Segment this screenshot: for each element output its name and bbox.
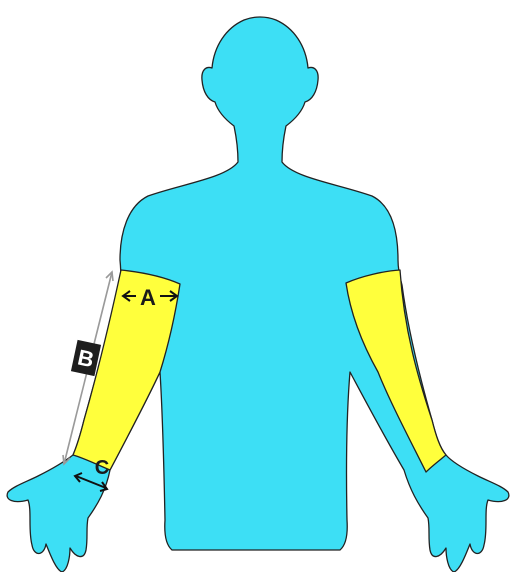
body-silhouette [7, 17, 509, 572]
measurement-b-badge: B [71, 340, 101, 376]
measurement-a-label: A [140, 285, 156, 310]
measurement-c-label: C [95, 457, 109, 479]
